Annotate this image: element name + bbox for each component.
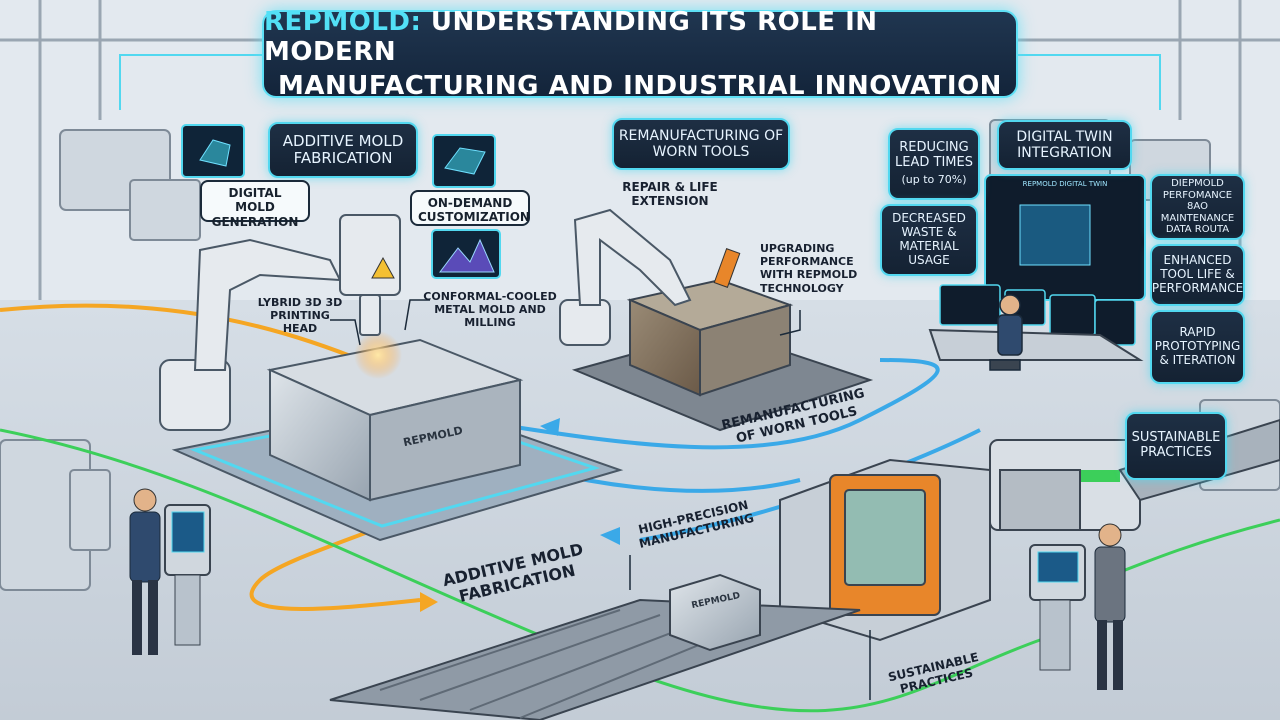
background-machines-left <box>0 129 201 591</box>
screen-header: REPMOLD DIGITAL TWIN <box>1022 180 1108 188</box>
mold-side <box>369 378 521 502</box>
monitor-bank <box>939 284 1136 346</box>
label-additive-top: ADDITIVE MOLD FABRICATION <box>268 122 418 178</box>
label-enhanced: ENHANCED TOOL LIFE & PERFORMANCE <box>1150 244 1245 306</box>
digital-twin-hologram <box>1019 204 1091 266</box>
title-connector-left <box>119 54 262 110</box>
label-reman-top: REMANUFACTURING OF WORN TOOLS <box>612 118 790 170</box>
desk <box>928 328 1144 361</box>
label-digital-mold: DIGITAL MOLD GENERATION <box>200 180 310 229</box>
label-upgrading: UPGRADING PERFORMANCE WITH REPMOLD TECHN… <box>760 242 858 295</box>
injection-machine <box>779 439 1141 642</box>
operator-desk <box>989 294 1023 371</box>
worker-right <box>1094 523 1126 690</box>
label-reducing-sub: (up to 70%) <box>901 173 967 187</box>
label-reducing: REDUCING LEAD TIMES (up to 70%) <box>888 128 980 200</box>
blue-flow-arrow-2 <box>600 527 620 545</box>
worker-left <box>129 488 161 655</box>
print-spark <box>354 331 402 379</box>
title-line-1-rest: UNDERSTANDING ITS ROLE IN MODERN <box>264 7 878 67</box>
title-line-2: MANUFACTURING AND INDUSTRIAL INNOVATION <box>278 71 1002 101</box>
label-sustainable-right: SUSTAINABLE PRACTICES <box>1125 412 1227 480</box>
label-decreased: DECREASED WASTE & MATERIAL USAGE <box>880 204 978 276</box>
robot-arm-left <box>159 214 401 431</box>
kiosk-left <box>164 504 211 646</box>
label-digital-twin: DIGITAL TWIN INTEGRATION <box>997 120 1132 170</box>
label-perf-data: DIEPMOLD PERFOMANCE 8AO MAINTENANCE DATA… <box>1150 174 1245 240</box>
blue-flow-arrow <box>540 418 560 436</box>
orange-flow-arrow <box>420 592 438 612</box>
label-on-demand: ON-DEMAND CUSTOMIZATION <box>410 190 530 226</box>
title-line-1: REPMOLD: UNDERSTANDING ITS ROLE IN MODER… <box>264 7 1016 67</box>
cube-hologram-shape <box>199 139 231 167</box>
conveyor-mold <box>669 573 761 652</box>
welding-torch <box>713 248 741 288</box>
label-conformal: CONFORMAL-COOLED METAL MOLD AND MILLING <box>423 290 557 330</box>
mold-hologram-shape <box>444 147 486 175</box>
blue-flow-line <box>469 358 940 450</box>
title-accent: REPMOLD: <box>264 7 422 37</box>
label-repair: REPAIR & LIFE EXTENSION <box>622 180 718 209</box>
worn-tool-side <box>699 303 791 397</box>
pointer-lines <box>330 299 871 700</box>
robot-arm-middle <box>559 208 692 346</box>
terrain-hologram-shape <box>439 238 495 273</box>
title-connector-right <box>1018 54 1161 110</box>
label-rapid: RAPID PROTOTYPING & ITERATION <box>1150 310 1245 384</box>
title-banner: REPMOLD: UNDERSTANDING ITS ROLE IN MODER… <box>262 7 1018 101</box>
label-hybrid-head: LYBRID 3D 3D PRINTING HEAD <box>257 296 343 336</box>
warning-icon <box>371 256 395 279</box>
label-reducing-main: REDUCING LEAD TIMES <box>895 140 973 171</box>
kiosk-right <box>1029 544 1086 671</box>
